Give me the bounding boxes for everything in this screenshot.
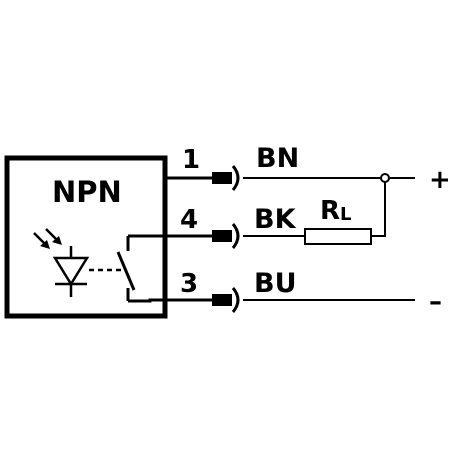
switch-contact-icon bbox=[116, 236, 136, 301]
supply-negative-label: – bbox=[429, 287, 442, 317]
pin-3-wire-color: BU bbox=[254, 268, 297, 299]
resistor-icon bbox=[304, 228, 372, 245]
pin-3-number: 3 bbox=[180, 269, 198, 299]
pin-4-lead bbox=[212, 223, 305, 249]
load-return-wire bbox=[371, 178, 386, 237]
pin-1-wire-color: BN bbox=[256, 143, 299, 174]
junction-dot-icon bbox=[380, 173, 390, 183]
pin-4-wire-color: BK bbox=[254, 204, 297, 235]
supply-positive-label: + bbox=[429, 165, 450, 195]
sensor-type-label: NPN bbox=[52, 175, 122, 209]
connector-plug-icon bbox=[212, 230, 232, 242]
connector-plug-icon bbox=[212, 172, 232, 184]
pin-3-lead bbox=[212, 287, 415, 313]
pin-1-number: 1 bbox=[182, 145, 200, 175]
pin3-internal-wire bbox=[128, 298, 212, 303]
pin-4-number: 4 bbox=[180, 205, 198, 235]
light-emitter-diode-icon bbox=[33, 228, 90, 297]
connector-plug-icon bbox=[212, 294, 232, 306]
load-resistor-label: RL bbox=[320, 196, 352, 226]
